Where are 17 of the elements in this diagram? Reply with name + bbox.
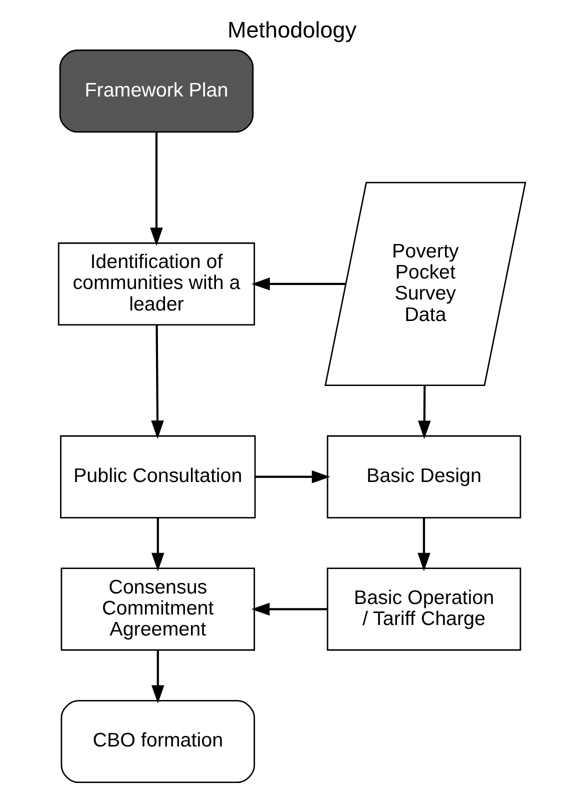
arrow: [252, 278, 346, 290]
node-box: Framework Plan: [59, 50, 254, 133]
arrow: [151, 650, 164, 704]
arrow: [418, 518, 430, 572]
arrow: [151, 518, 164, 572]
node-box: Public Consultation: [60, 435, 256, 518]
arrow: [151, 325, 164, 439]
node-box: CBO formation: [60, 700, 256, 784]
node-box: Identification of communities with a leader: [58, 242, 256, 326]
node-box: Basic Operation / Tariff Charge: [326, 568, 522, 651]
arrow: [418, 385, 431, 439]
node-box: Consensus Commitment Agreement: [60, 568, 256, 651]
diagram-title: Methodology: [228, 17, 356, 42]
arrow: [150, 132, 163, 246]
arrow: [255, 470, 330, 484]
node-box: Basic Design: [326, 435, 522, 518]
arrow: [251, 602, 328, 616]
